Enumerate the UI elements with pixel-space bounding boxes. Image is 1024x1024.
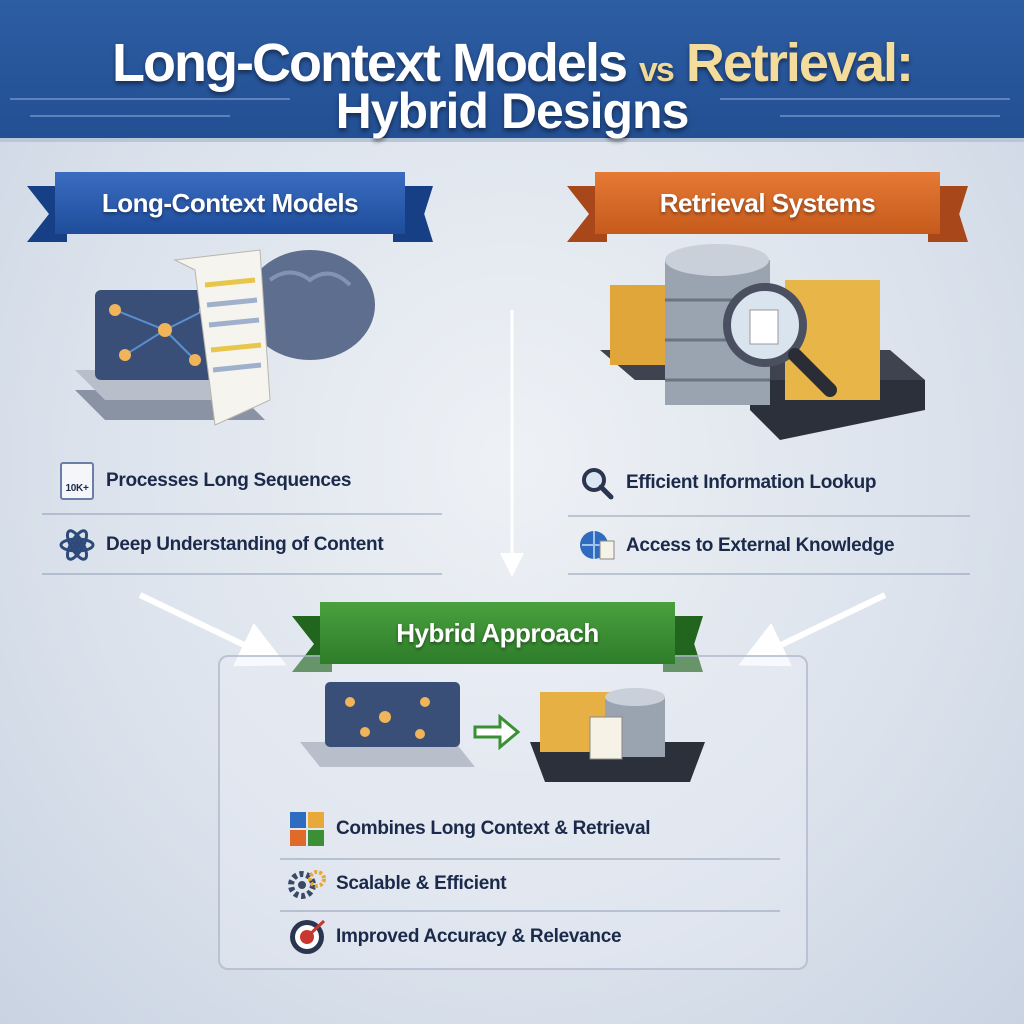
puzzle-icon (288, 810, 326, 848)
title-part1: Long-Context Models (112, 33, 628, 93)
badge-10k: 10K+ (60, 462, 94, 500)
item-label: Combines Long Context & Retrieval (336, 818, 651, 839)
list-item: 10K+ Processes Long Sequences (58, 462, 351, 500)
item-label: Processes Long Sequences (106, 470, 352, 491)
item-label: Deep Understanding of Content (106, 534, 384, 555)
left-arrow (138, 592, 287, 667)
magnifier-icon (578, 464, 616, 502)
right-arrow (738, 592, 887, 667)
page-subtitle: Hybrid Designs (335, 83, 690, 139)
long-context-illustration (75, 249, 375, 426)
target-icon (288, 918, 326, 956)
item-label: Access to External Knowledge (626, 535, 895, 556)
circuit-line (720, 98, 1010, 100)
circuit-line (30, 115, 230, 117)
item-label: Improved Accuracy & Relevance (336, 926, 622, 947)
list-item: Access to External Knowledge (578, 527, 895, 565)
circuit-line (10, 98, 290, 100)
atom-brain-icon (58, 526, 96, 564)
divider (280, 910, 780, 912)
divider (280, 858, 780, 860)
divider (568, 573, 970, 575)
divider (42, 513, 442, 515)
globe-document-icon (578, 527, 616, 565)
flow-arrows (138, 310, 887, 667)
title-vs: vs (639, 51, 675, 89)
retrieval-ribbon: Retrieval Systems (595, 172, 940, 234)
document-10k-icon: 10K+ (58, 462, 96, 500)
list-item: Combines Long Context & Retrieval (288, 810, 651, 848)
divider (568, 515, 970, 517)
retrieval-illustration (600, 244, 925, 440)
page-title: Long-Context Models vs Retrieval: (0, 32, 1024, 94)
item-label: Scalable & Efficient (336, 873, 507, 894)
list-item: Efficient Information Lookup (578, 464, 877, 502)
list-item: Improved Accuracy & Relevance (288, 918, 622, 956)
hybrid-illustration (300, 682, 705, 782)
long-context-ribbon: Long-Context Models (55, 172, 405, 234)
title-part2: Retrieval: (685, 33, 914, 93)
divider (42, 573, 442, 575)
hybrid-ribbon: Hybrid Approach (320, 602, 675, 664)
gears-icon (288, 865, 326, 903)
list-item: Deep Understanding of Content (58, 526, 384, 564)
list-item: Scalable & Efficient (288, 865, 507, 903)
item-label: Efficient Information Lookup (626, 472, 877, 493)
circuit-line (780, 115, 1000, 117)
header-banner: Long-Context Models vs Retrieval: Hybrid… (0, 0, 1024, 142)
